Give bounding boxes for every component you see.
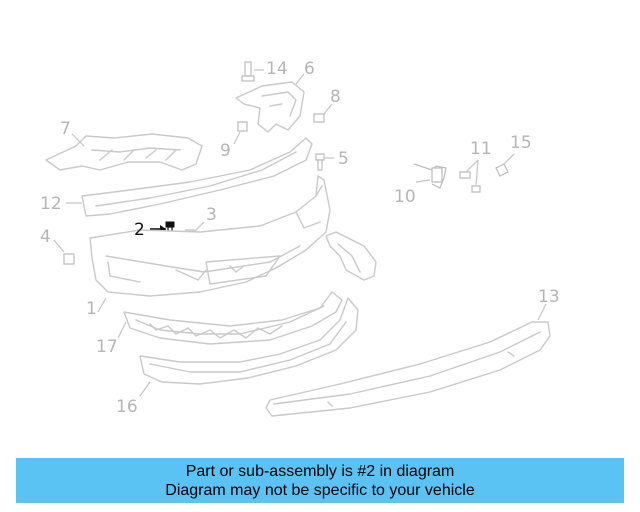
callout-12[interactable]: 12 (40, 194, 62, 214)
part-9-nut (233, 121, 248, 145)
callout-15[interactable]: 15 (510, 133, 532, 153)
callout-16[interactable]: 16 (116, 397, 138, 417)
part-11-bolts (459, 159, 481, 193)
part-1-bumper-cover (89, 175, 331, 313)
part-1-upper-lip (325, 231, 377, 281)
part-8-nut (313, 103, 333, 123)
part-5-bolt (315, 153, 334, 171)
callout-8[interactable]: 8 (330, 87, 341, 107)
part-4-nut (53, 239, 75, 265)
part-12-absorber (66, 137, 313, 217)
callout-9[interactable]: 9 (220, 141, 231, 161)
callout-10[interactable]: 10 (394, 187, 416, 207)
part-14-bolt (241, 61, 264, 82)
part-13-reinforcement (265, 303, 551, 417)
part-15-clip (495, 153, 515, 177)
part-7-bracket (45, 133, 203, 171)
info-banner: Part or sub-assembly is #2 in diagram Di… (16, 458, 624, 503)
callout-5[interactable]: 5 (338, 149, 349, 169)
part-6-bracket (235, 73, 305, 133)
callout-7[interactable]: 7 (60, 119, 71, 139)
callout-1[interactable]: 1 (86, 299, 97, 319)
callout-14[interactable]: 14 (266, 59, 288, 79)
callout-2[interactable]: 2 (134, 220, 145, 240)
banner-line-disclaimer: Diagram may not be specific to your vehi… (165, 482, 475, 499)
banner-line-part: Part or sub-assembly is #2 in diagram (185, 463, 455, 480)
parts-diagram: 14 6 8 7 9 5 11 15 10 12 3 2 4 13 1 17 1… (40, 59, 560, 417)
callout-11[interactable]: 11 (470, 139, 492, 159)
callout-13[interactable]: 13 (538, 287, 560, 307)
part-16-molding (139, 297, 359, 397)
part-10-bracket (413, 163, 447, 189)
callout-4[interactable]: 4 (40, 227, 51, 247)
callout-3[interactable]: 3 (206, 205, 217, 225)
part-17-valance (117, 291, 343, 345)
callout-6[interactable]: 6 (304, 59, 315, 79)
callout-17[interactable]: 17 (96, 337, 118, 357)
